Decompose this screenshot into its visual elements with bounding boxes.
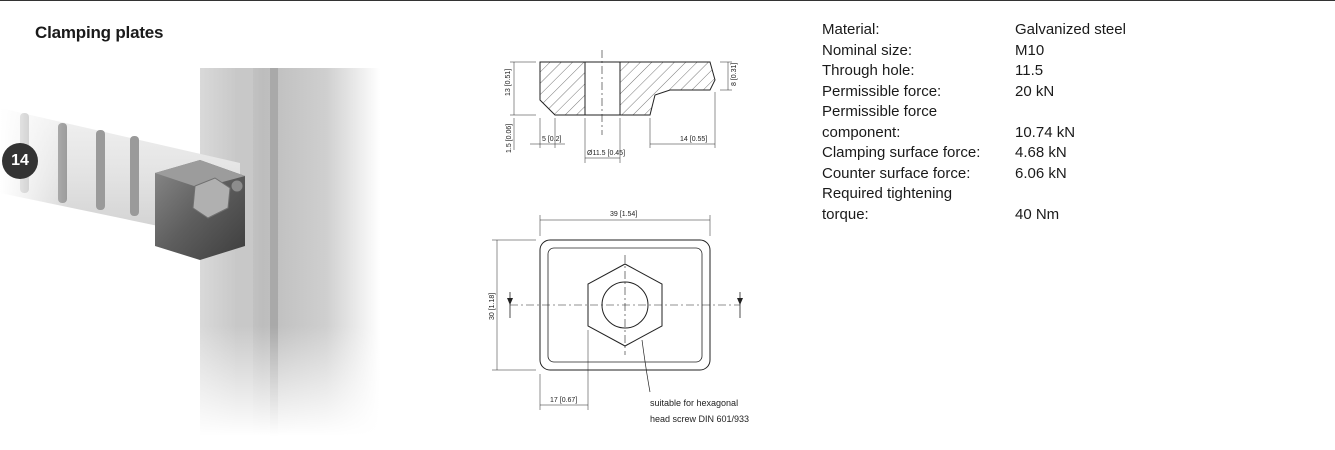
spec-label: Permissible force <box>822 103 938 120</box>
clamping-plate-photo <box>0 68 380 436</box>
dim-offset: 5 [0.2] <box>542 136 562 143</box>
spec-value: 6.06 kN <box>1015 164 1067 182</box>
spec-value: 10.74 kN <box>1015 123 1076 141</box>
technical-drawing: 13 [0.51] 8 [0.31] 5 [0.2] 1.5 [0.06] Ø1… <box>489 50 749 424</box>
note-line-2: head screw DIN 601/933 <box>650 414 749 424</box>
item-number-badge: 14 <box>2 143 38 179</box>
spec-value: Galvanized steel <box>1015 21 1126 38</box>
spec-row: component: 10.74 kN <box>822 123 1126 144</box>
spec-label: Required tightening <box>822 185 953 202</box>
dim-width: 39 [1.54] <box>610 211 637 218</box>
spec-value: 20 kN <box>1015 82 1055 100</box>
spec-row: Through hole: 11.5 <box>822 61 1126 82</box>
spec-label: Nominal size: <box>822 41 913 59</box>
spec-row: Clamping surface force: 4.68 kN <box>822 143 1126 164</box>
spec-label: Clamping surface force: <box>822 144 981 161</box>
spec-label: Through hole: <box>822 62 915 79</box>
dim-hole: Ø11.5 [0.45] <box>587 150 625 157</box>
spec-label: torque: <box>822 205 869 223</box>
spec-row: torque: 40 Nm <box>822 205 1126 226</box>
spec-label: Permissible force: <box>822 82 942 100</box>
dim-step: 8 [0.31] <box>731 63 738 86</box>
spec-row: Nominal size: M10 <box>822 41 1126 62</box>
dim-bottom: 17 [0.67] <box>550 397 577 404</box>
dim-height-top: 13 [0.51] <box>505 69 512 96</box>
spec-row: Permissible force: 20 kN <box>822 82 1126 103</box>
spec-table: Material:Galvanized steel Nominal size:M… <box>822 20 1126 225</box>
section-view <box>510 50 732 163</box>
note-line-1: suitable for hexagonal <box>650 398 738 408</box>
spec-label: Counter surface force: <box>822 164 971 182</box>
spec-label: component: <box>822 123 901 141</box>
spec-row: Permissible force <box>822 102 1126 123</box>
spec-row: Counter surface force: 6.06 kN <box>822 164 1126 185</box>
section-title: Clamping plates <box>35 23 164 42</box>
spec-value: M10 <box>1015 41 1045 59</box>
spec-row: Required tightening <box>822 184 1126 205</box>
dim-height: 30 [1.18] <box>489 293 496 320</box>
spec-label: Material: <box>822 21 880 38</box>
dim-small: 1.5 [0.06] <box>506 124 513 153</box>
plan-view <box>492 215 741 410</box>
spec-value: 4.68 kN <box>1015 144 1067 161</box>
dim-right: 14 [0.55] <box>680 136 707 143</box>
spec-value: 40 Nm <box>1015 205 1060 223</box>
spec-value: 11.5 <box>1015 62 1044 79</box>
spec-row: Material: Galvanized steel <box>822 20 1126 41</box>
top-rule <box>0 0 1335 1</box>
